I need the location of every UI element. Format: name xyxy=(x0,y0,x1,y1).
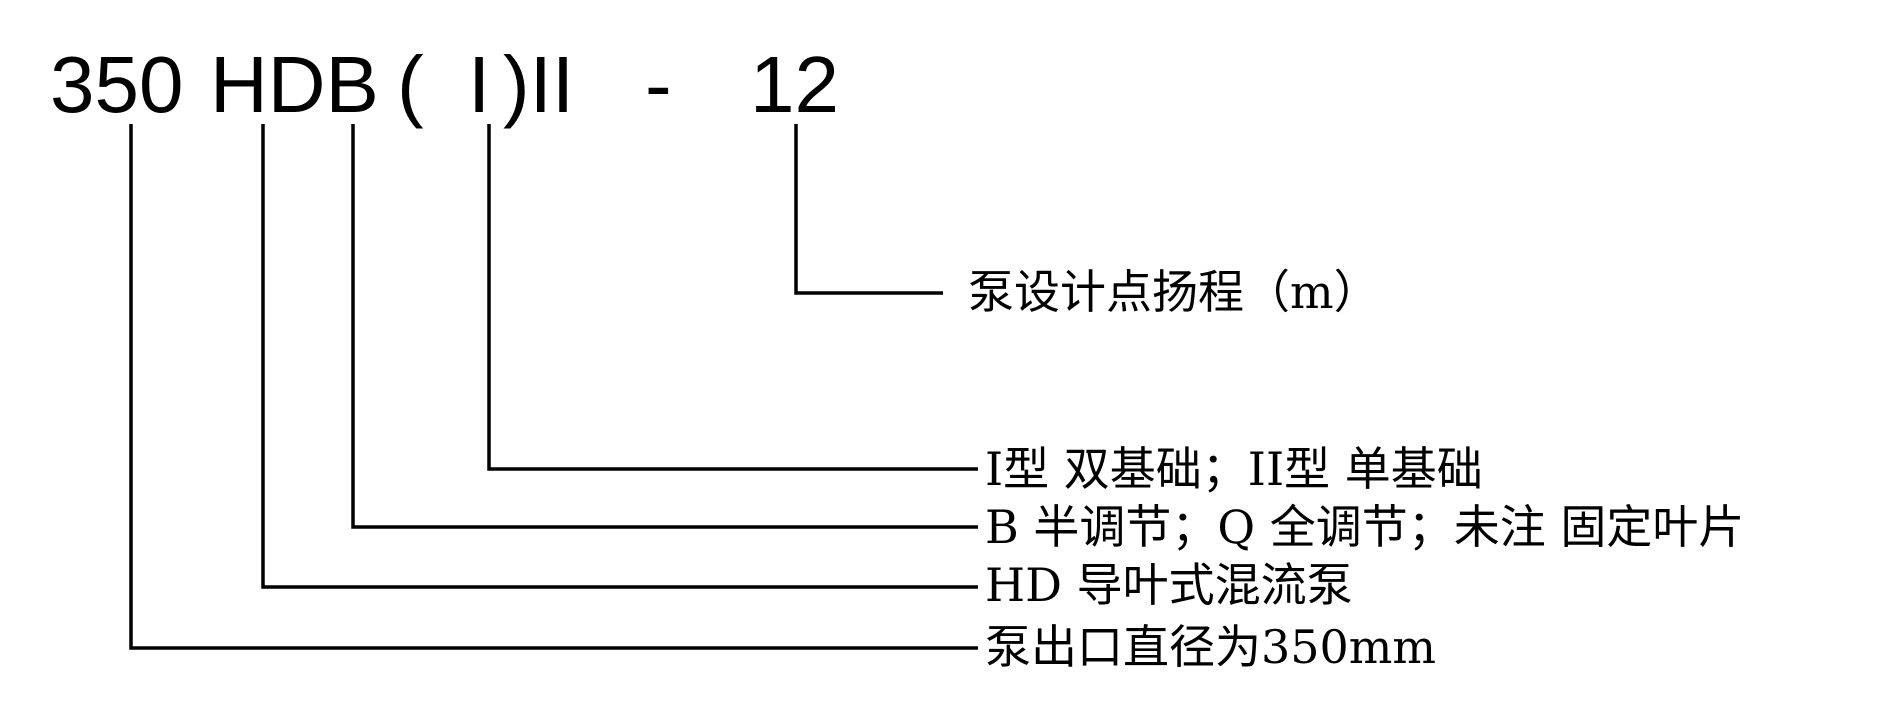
leader-lines xyxy=(129,124,978,650)
code-paren-close-suffix: )II xyxy=(503,40,574,129)
leader-pump-type xyxy=(261,124,978,589)
label-outlet-diameter: 泵出口直径为350mm xyxy=(985,620,1436,674)
model-code: 350 HDB ( I )II - 12 xyxy=(50,40,839,129)
label-blade-adjust: B 半调节；Q 全调节；未注 固定叶片 xyxy=(985,500,1744,554)
code-paren-open: ( xyxy=(397,40,424,129)
label-pump-type: HD 导叶式混流泵 xyxy=(985,558,1353,612)
leader-outlet-diameter xyxy=(129,124,978,650)
label-head: 泵设计点扬程（m） xyxy=(968,265,1380,319)
code-base-type: I xyxy=(468,40,490,129)
code-dash: - xyxy=(645,40,672,129)
code-head: 12 xyxy=(750,40,839,129)
leader-blade-adjust xyxy=(351,124,978,529)
leader-head xyxy=(794,124,943,295)
label-base-type: I型 双基础；II型 单基础 xyxy=(985,442,1483,496)
leader-base-type xyxy=(487,124,978,471)
legend-labels: 泵设计点扬程（m） I型 双基础；II型 单基础 B 半调节；Q 全调节；未注 … xyxy=(968,265,1744,674)
code-series: HDB xyxy=(210,40,379,129)
code-size: 350 xyxy=(50,40,183,129)
